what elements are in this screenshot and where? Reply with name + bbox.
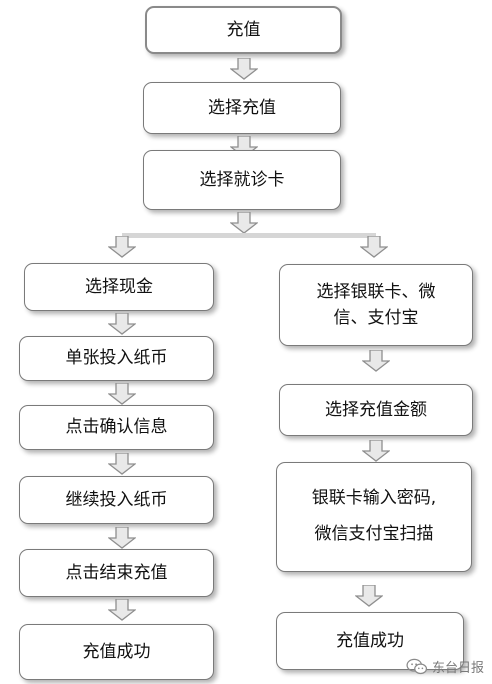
step-continue-banknote: 继续投入纸币 [19, 476, 214, 524]
down-arrow-icon [108, 236, 136, 258]
down-arrow-icon [355, 585, 383, 607]
step-select-cash-label: 选择现金 [85, 276, 153, 297]
down-arrow-icon [362, 350, 390, 372]
step-insert-banknote: 单张投入纸币 [19, 336, 214, 381]
step-cash-success-label: 充值成功 [82, 641, 151, 662]
step-select-card-wechat-alipay: 选择银联卡、微 信、支付宝 [279, 264, 473, 346]
step-enter-password-line1: 银联卡输入密码, [311, 488, 437, 509]
step-insert-banknote-label: 单张投入纸币 [65, 348, 168, 369]
step-card-success: 充值成功 [276, 612, 464, 670]
down-arrow-icon [360, 236, 388, 258]
step-enter-password-line2: 微信支付宝扫描 [314, 524, 434, 544]
step-select-card: 选择就诊卡 [143, 150, 341, 210]
step-select-recharge-label: 选择充值 [208, 97, 276, 118]
step-cash-success: 充值成功 [19, 624, 214, 680]
step-select-payment-line2: 信、支付宝 [333, 308, 419, 328]
down-arrow-icon [108, 313, 136, 335]
step-finish-recharge-label: 点击结束充值 [65, 562, 168, 583]
step-continue-banknote-label: 继续投入纸币 [65, 489, 168, 510]
step-select-recharge: 选择充值 [143, 82, 341, 134]
branch-connector [122, 233, 376, 238]
step-select-payment-line1: 选择银联卡、微 [316, 281, 436, 302]
step-finish-recharge: 点击结束充值 [19, 549, 214, 597]
step-card-success-label: 充值成功 [336, 630, 404, 651]
step-recharge: 充值 [145, 6, 342, 54]
step-select-card-label: 选择就诊卡 [199, 169, 285, 190]
watermark: 东台日报 [406, 657, 484, 676]
step-confirm-info-label: 点击确认信息 [65, 417, 168, 438]
step-enter-password-scan: 银联卡输入密码, 微信支付宝扫描 [276, 462, 472, 572]
down-arrow-icon [230, 212, 258, 234]
step-confirm-info: 点击确认信息 [19, 405, 214, 450]
watermark-text: 东台日报 [431, 661, 484, 676]
down-arrow-icon [362, 440, 390, 462]
down-arrow-icon [230, 58, 258, 80]
down-arrow-icon [108, 453, 136, 475]
down-arrow-icon [108, 527, 136, 549]
step-select-cash: 选择现金 [24, 263, 214, 311]
wechat-icon [406, 658, 428, 674]
down-arrow-icon [108, 599, 136, 621]
step-select-amount: 选择充值金额 [279, 384, 473, 436]
step-recharge-label: 充值 [226, 19, 261, 40]
down-arrow-icon [108, 383, 136, 405]
step-select-amount-label: 选择充值金额 [325, 399, 427, 420]
